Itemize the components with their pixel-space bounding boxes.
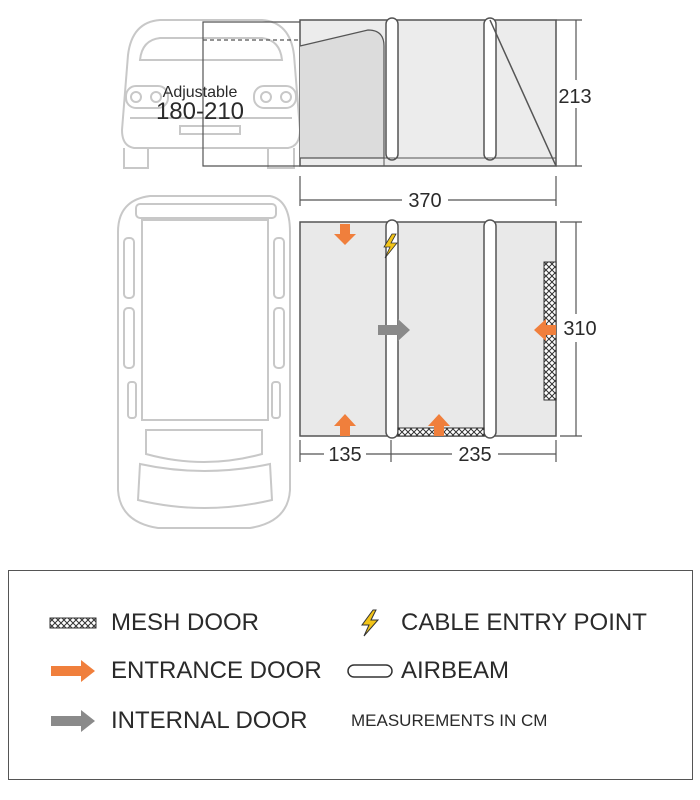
legend-label-cable-entry: CABLE ENTRY POINT <box>401 609 647 636</box>
legend-item-units: MEASUREMENTS IN CM <box>351 711 547 731</box>
legend-item-cable-entry: CABLE ENTRY POINT <box>345 609 647 637</box>
entrance-door-arrow <box>534 319 556 341</box>
adjustable-height-guide <box>202 21 300 167</box>
legend-item-airbeam: AIRBEAM <box>345 657 509 685</box>
van-top-view <box>117 195 291 529</box>
measurements-note: MEASUREMENTS IN CM <box>351 711 548 730</box>
legend-label-entrance-door: ENTRANCE DOOR <box>111 657 322 684</box>
van-front-view <box>120 19 302 169</box>
internal-door-arrow <box>378 319 410 341</box>
legend-box: MESH DOOR CABLE ENTRY POINT ENTRANCE DOO… <box>8 570 693 780</box>
legend-item-internal-door: INTERNAL DOOR <box>43 707 307 735</box>
depth-dimension <box>560 221 582 437</box>
legend-item-mesh-door: MESH DOOR <box>43 609 259 637</box>
adjustable-range-label: 180-210 <box>156 98 244 125</box>
legend-label-internal-door: INTERNAL DOOR <box>111 707 308 734</box>
depth-label: 310 <box>563 318 596 340</box>
height-label: 213 <box>558 86 591 108</box>
entrance-door-arrow <box>334 414 356 436</box>
adjustable-label: Adjustable <box>163 84 238 101</box>
section1-label: 135 <box>328 444 361 466</box>
airbeam-icon <box>345 662 395 680</box>
legend-item-entrance-door: ENTRANCE DOOR <box>43 657 322 685</box>
width-dimension <box>299 176 557 206</box>
cable-entry-icon <box>383 233 398 259</box>
section-dimensions <box>299 440 557 462</box>
section2-label: 235 <box>458 444 491 466</box>
width-label: 370 <box>408 190 441 212</box>
mesh-door-icon <box>43 617 103 629</box>
lightning-icon <box>345 609 395 637</box>
awning-floor-plan <box>299 219 557 439</box>
entrance-door-arrow <box>428 414 450 436</box>
height-dimension <box>556 19 582 167</box>
entrance-door-arrow <box>334 224 356 245</box>
awning-side-view <box>299 17 557 167</box>
legend-label-airbeam: AIRBEAM <box>401 657 510 684</box>
orange-arrow-icon <box>43 659 103 683</box>
awning-floorplan-diagram: Adjustable 180-210 213 370 <box>117 17 597 529</box>
legend-label-mesh-door: MESH DOOR <box>111 609 260 636</box>
grey-arrow-icon <box>43 709 103 733</box>
